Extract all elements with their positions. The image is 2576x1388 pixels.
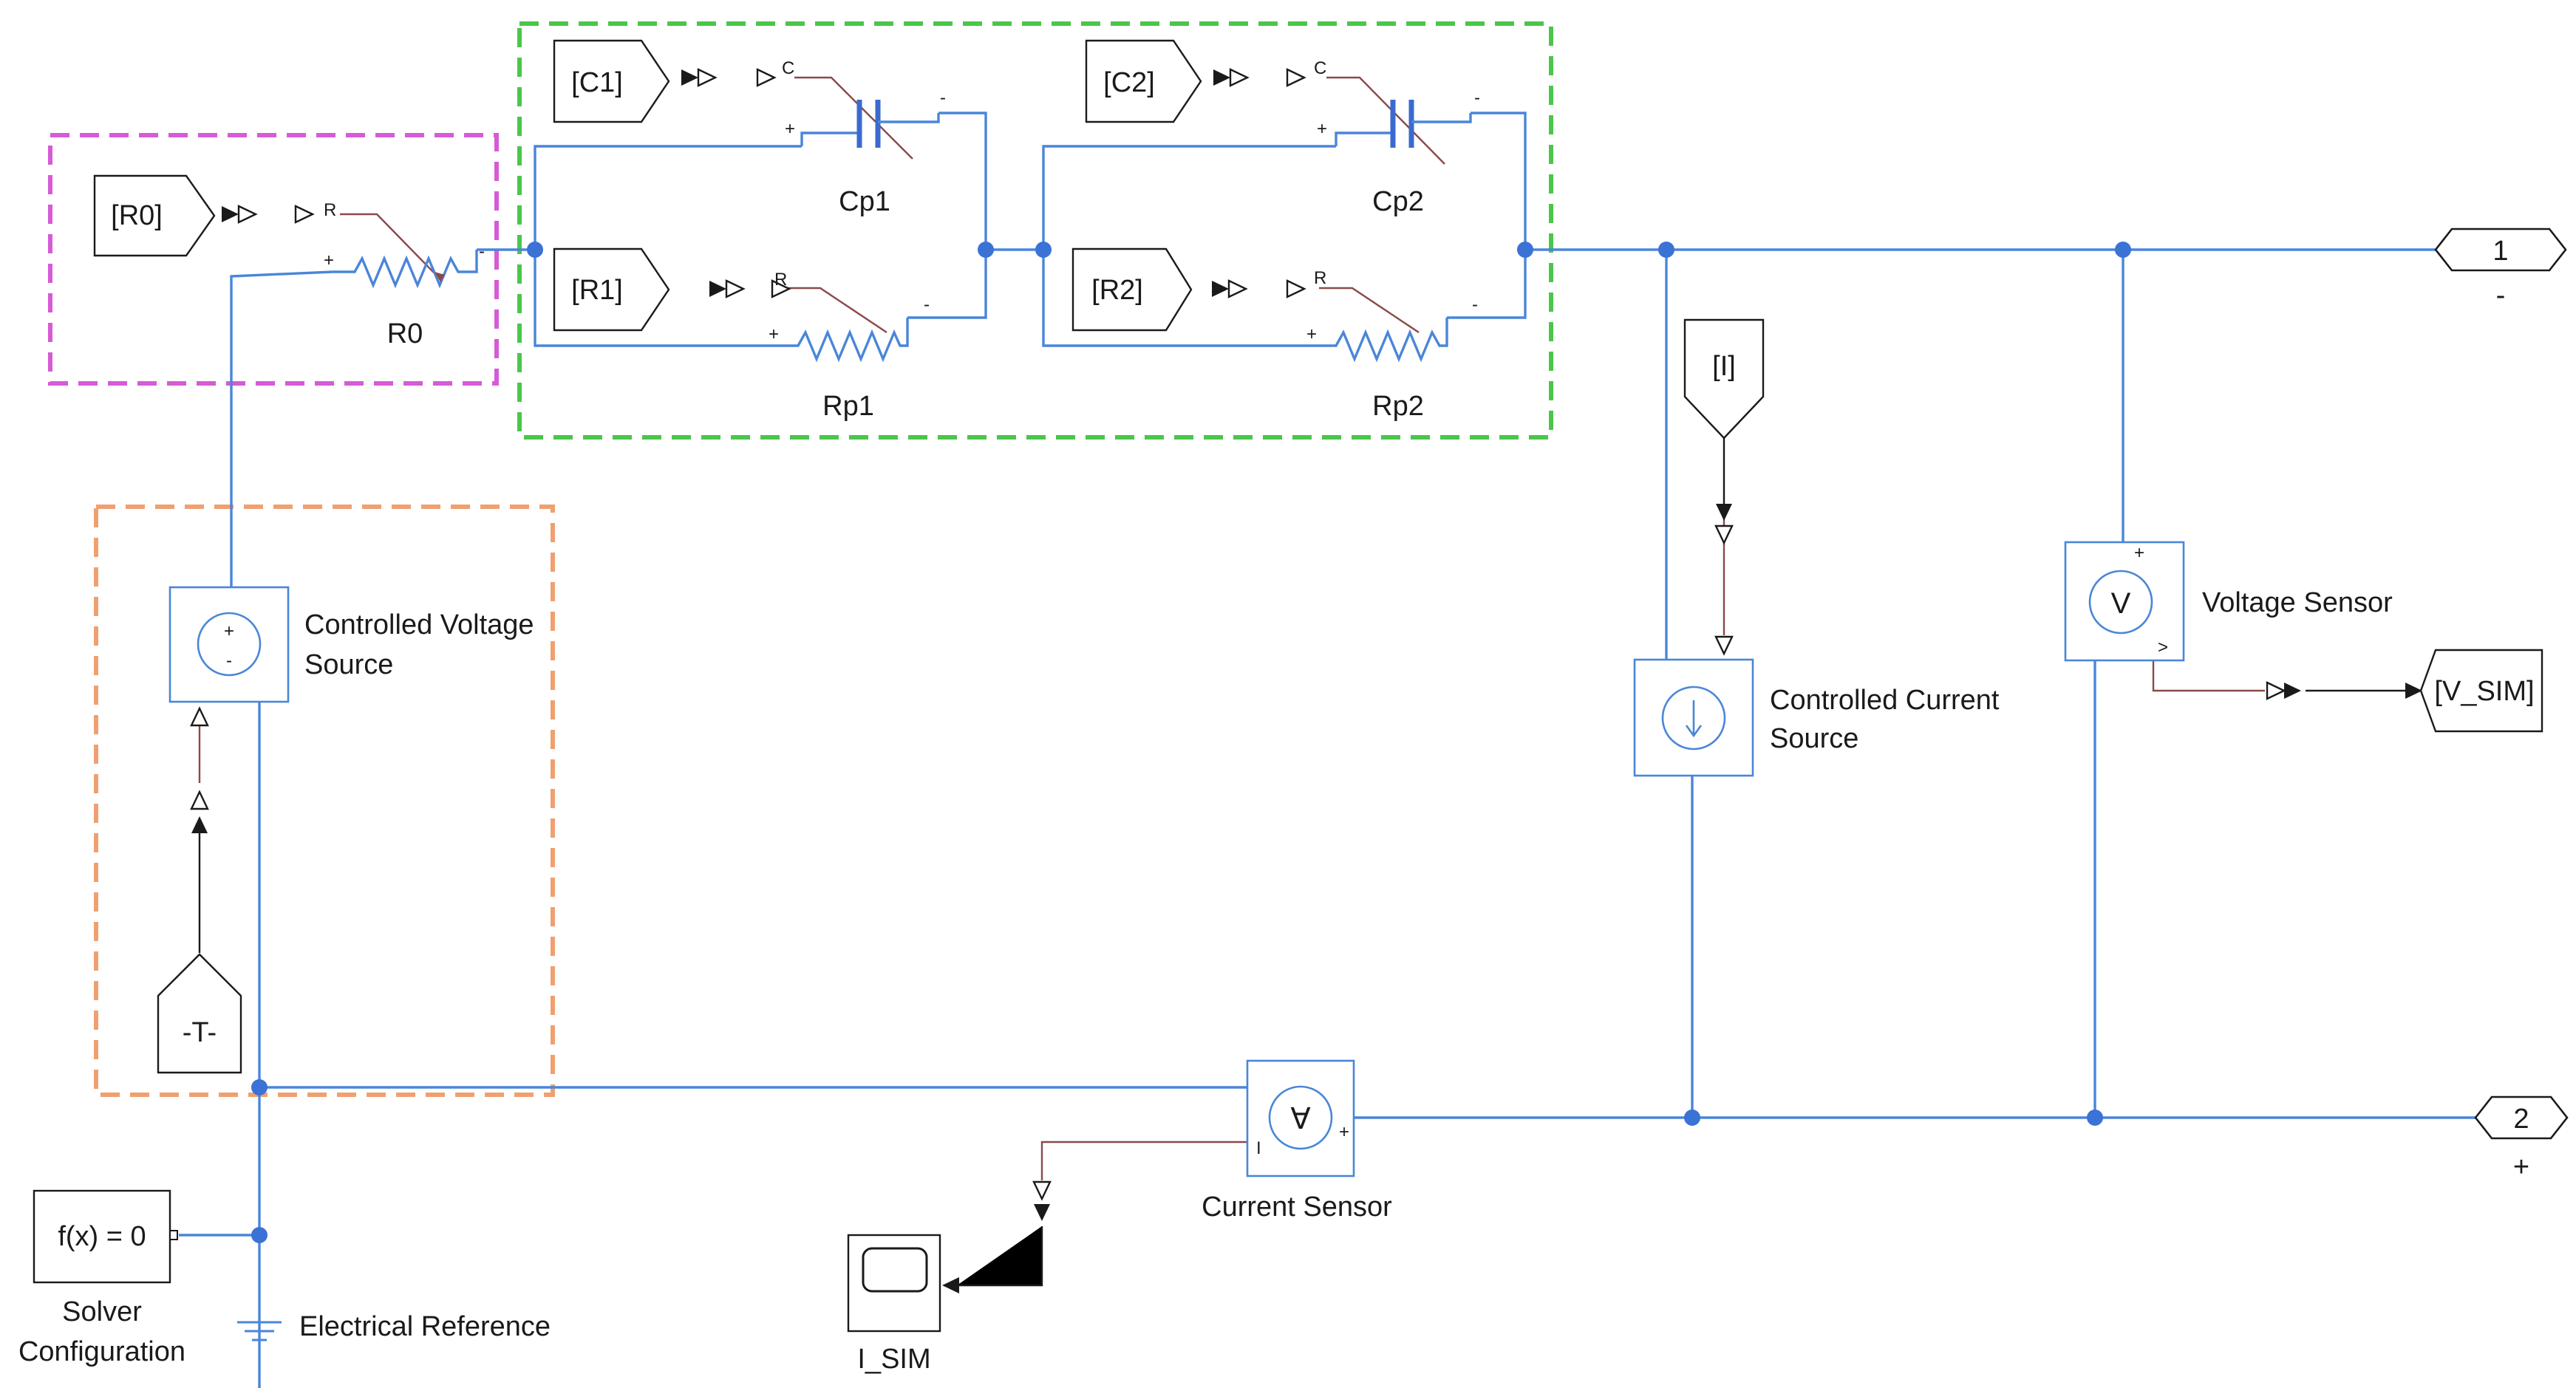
solver-configuration[interactable]: f(x) = 0 Solver Configuration bbox=[18, 1189, 185, 1367]
voltage-sensor-out-mark: > bbox=[2158, 637, 2168, 657]
variable-capacitor-cp2[interactable]: + - C Cp2 bbox=[1314, 58, 1480, 217]
signal-lines bbox=[198, 76, 2265, 1180]
cvs-minus-mark: - bbox=[226, 651, 232, 671]
rp2-label: Rp2 bbox=[1372, 391, 1424, 422]
port-mark-cp1-c: C bbox=[782, 58, 794, 78]
electrical-reference-label: Electrical Reference bbox=[299, 1311, 551, 1342]
port-mark-cp2-c: C bbox=[1314, 58, 1326, 78]
current-sensor-plus-mark: + bbox=[1339, 1122, 1349, 1142]
port-mark-r0-r: R bbox=[324, 200, 336, 220]
cvs-plus-mark: + bbox=[224, 621, 234, 641]
current-sensor-i-mark: I bbox=[1256, 1138, 1261, 1158]
physical-wires bbox=[179, 112, 2476, 1388]
cp1-label: Cp1 bbox=[839, 186, 890, 217]
solver-label-line1: Solver bbox=[62, 1296, 142, 1327]
voltage-sensor-label: Voltage Sensor bbox=[2202, 587, 2393, 618]
cp2-label: Cp2 bbox=[1372, 186, 1424, 217]
port-mark-rp2-minus: - bbox=[1472, 295, 1478, 315]
from-tag-r2[interactable]: [R2] bbox=[1071, 247, 1193, 332]
cvs-label-line2: Source bbox=[304, 649, 393, 680]
voltage-sensor-v-mark: V bbox=[2111, 587, 2131, 620]
from-tag-r2-label: [R2] bbox=[1091, 275, 1143, 306]
controlled-voltage-source[interactable]: + - Controlled Voltage Source bbox=[168, 586, 534, 703]
from-tag-c1-label: [C1] bbox=[571, 67, 623, 98]
arrowheads bbox=[190, 68, 2422, 1293]
from-tag-r1-label: [R1] bbox=[571, 275, 623, 306]
electrical-reference[interactable]: Electrical Reference bbox=[237, 1311, 551, 1342]
variable-resistor-rp2[interactable]: + - R Rp2 bbox=[1306, 268, 1478, 422]
port-mark-rp2-plus: + bbox=[1306, 324, 1317, 344]
from-tag-r1[interactable]: [R1] bbox=[553, 247, 670, 332]
port-mark-r0-minus: - bbox=[479, 242, 485, 261]
outport-2[interactable]: 2 + bbox=[2474, 1095, 2569, 1183]
goto-tag-v-sim[interactable]: [V_SIM] bbox=[2419, 649, 2543, 733]
from-tag-c2-label: [C2] bbox=[1103, 67, 1155, 98]
current-sensor[interactable]: ∀ I + Current Sensor bbox=[1202, 1059, 1392, 1223]
from-tag-i[interactable]: [I] bbox=[1683, 318, 1765, 440]
port-mark-r0-plus: + bbox=[324, 250, 334, 270]
port-mark-rp1-r: R bbox=[774, 270, 787, 290]
outport-1-number: 1 bbox=[2492, 236, 2508, 267]
current-sensor-label: Current Sensor bbox=[1202, 1192, 1392, 1223]
voltage-sensor-plus-mark: + bbox=[2134, 543, 2144, 563]
from-tag-c2[interactable]: [C2] bbox=[1085, 39, 1202, 123]
outport-1-sign: - bbox=[2496, 280, 2506, 311]
port-mark-cp1-plus: + bbox=[785, 119, 795, 139]
black-signal-lines bbox=[198, 438, 2409, 1287]
port-mark-cp2-plus: + bbox=[1317, 119, 1327, 139]
variable-capacitor-cp1[interactable]: + - C Cp1 bbox=[782, 58, 946, 217]
scope-screen-icon bbox=[862, 1247, 928, 1293]
port-mark-rp1-minus: - bbox=[924, 295, 930, 315]
from-tag-r0-label: [R0] bbox=[111, 200, 163, 231]
outport-2-sign: + bbox=[2513, 1152, 2529, 1183]
junction-dots bbox=[251, 242, 2131, 1243]
current-sensor-a-mark: ∀ bbox=[1290, 1103, 1311, 1135]
from-tag-i-label: [I] bbox=[1712, 351, 1736, 382]
scope-label: I_SIM bbox=[857, 1344, 930, 1375]
from-tag-c1[interactable]: [C1] bbox=[553, 39, 670, 123]
goto-tag-v-sim-label: [V_SIM] bbox=[2434, 676, 2534, 707]
outport-2-number: 2 bbox=[2513, 1104, 2529, 1135]
group-box-rc-pairs bbox=[517, 21, 1553, 440]
ccs-label-line2: Source bbox=[1770, 723, 1858, 754]
voltage-sensor[interactable]: V + > Voltage Sensor bbox=[2064, 541, 2393, 662]
outport-1[interactable]: 1 - bbox=[2434, 228, 2567, 311]
from-tag-r0[interactable]: [R0] bbox=[93, 174, 216, 257]
group-box-voltage-source bbox=[94, 505, 555, 1097]
port-mark-rp2-r: R bbox=[1314, 268, 1326, 288]
port-mark-rp1-plus: + bbox=[769, 324, 779, 344]
from-tag-t[interactable]: -T- bbox=[157, 953, 242, 1074]
port-mark-cp2-minus: - bbox=[1474, 88, 1480, 108]
rp1-label: Rp1 bbox=[822, 391, 874, 422]
ccs-label-line1: Controlled Current bbox=[1770, 685, 2000, 716]
ground-icon bbox=[237, 1321, 282, 1341]
solver-label-line2: Configuration bbox=[18, 1336, 185, 1367]
controlled-current-source[interactable]: Controlled Current Source bbox=[1633, 658, 2000, 777]
current-arrow-icon bbox=[1685, 700, 1703, 738]
r0-label: R0 bbox=[387, 318, 423, 349]
from-tag-t-label: -T- bbox=[183, 1017, 217, 1048]
port-mark-cp1-minus: - bbox=[940, 88, 946, 108]
group-box-r0 bbox=[48, 133, 499, 386]
scope-i-sim[interactable]: I_SIM bbox=[847, 1234, 941, 1375]
cvs-label-line1: Controlled Voltage bbox=[304, 609, 534, 640]
variable-resistor-r0[interactable]: R + - R0 bbox=[324, 200, 485, 349]
solver-expression: f(x) = 0 bbox=[58, 1221, 146, 1252]
variable-resistor-rp1[interactable]: + - R Rp1 bbox=[769, 270, 930, 422]
